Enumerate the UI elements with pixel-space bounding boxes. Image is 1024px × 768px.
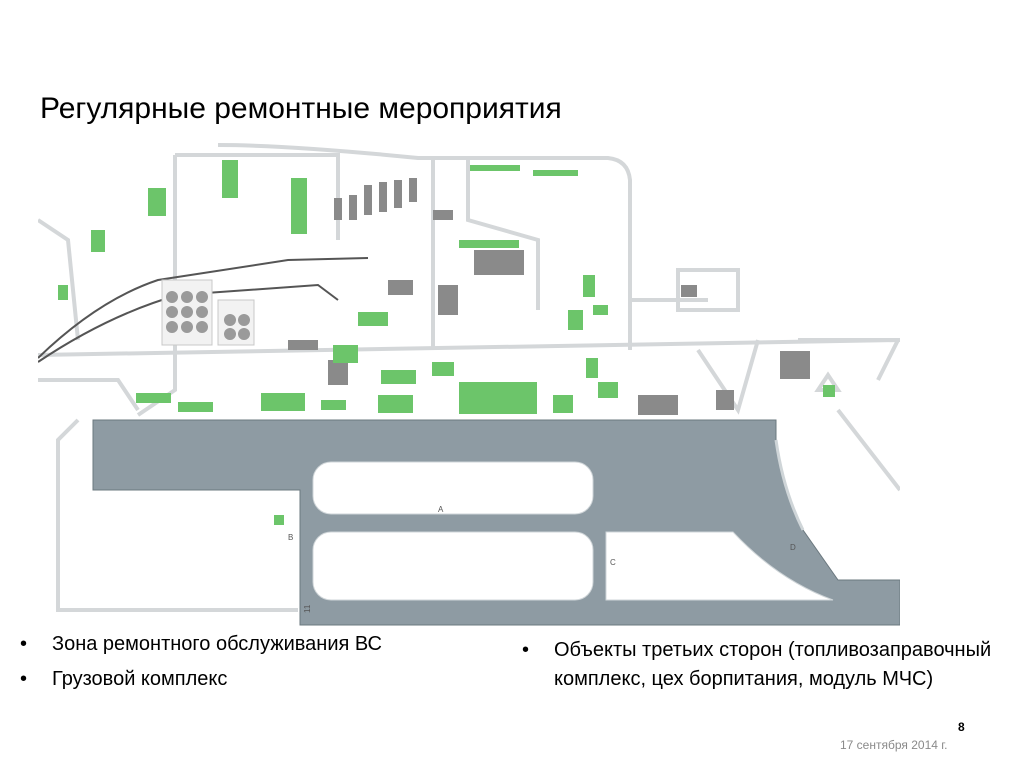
bullet-list-right: Объекты третьих сторон (топливозаправочн… <box>520 636 1000 700</box>
page-title: Регулярные ремонтные мероприятия <box>40 92 562 125</box>
bullet-item: Грузовой комплекс <box>18 665 498 694</box>
tank-farm <box>161 279 255 346</box>
map-label-a: A <box>438 505 444 514</box>
slide-date: 17 сентября 2014 г. <box>840 738 948 752</box>
bullet-item: Зона ремонтного обслуживания ВС <box>18 630 498 659</box>
map-label-11: 11 <box>303 604 312 613</box>
buildings <box>288 178 810 415</box>
highlighted-zones <box>58 160 835 525</box>
map-label-d: D <box>790 543 796 552</box>
map-label-b: B <box>288 533 293 542</box>
page-number: 8 <box>958 720 965 734</box>
bullet-list-left: Зона ремонтного обслуживания ВС Грузовой… <box>18 630 498 700</box>
map-label-c: C <box>610 558 616 567</box>
runway-taxiways <box>92 419 900 626</box>
airport-map: A B C D 11 <box>38 143 900 626</box>
bullet-item: Объекты третьих сторон (топливозаправочн… <box>520 636 1000 694</box>
map-labels: A B C D 11 <box>288 505 796 613</box>
